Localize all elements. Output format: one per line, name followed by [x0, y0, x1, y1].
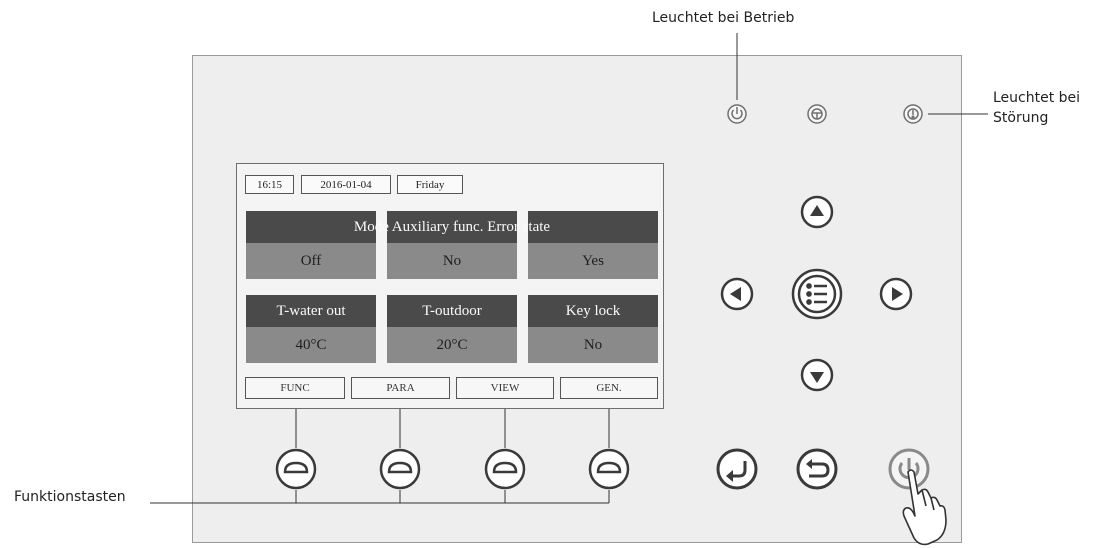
- tile-key-lock-title: Key lock: [528, 295, 658, 327]
- tile-key-lock-value: No: [528, 327, 658, 363]
- arrow-left-icon[interactable]: [720, 277, 754, 311]
- func-key-button[interactable]: [275, 448, 317, 490]
- arrow-down-icon[interactable]: [800, 358, 834, 392]
- fault-led-callout-line2: Störung: [993, 110, 1049, 126]
- function-keys-callout: Funktionstasten: [14, 489, 126, 505]
- arrow-up-icon[interactable]: [800, 195, 834, 229]
- date-display: 2016-01-04: [301, 175, 391, 194]
- tile-outdoor-title: T-outdoor: [387, 295, 517, 327]
- tile-outdoor-value: 20°C: [387, 327, 517, 363]
- para-label: PARA: [351, 377, 450, 399]
- tile-mode-title-bar: [246, 211, 376, 243]
- hand-pointer-icon: [902, 469, 947, 546]
- power-icon[interactable]: [888, 448, 930, 490]
- arrow-right-icon[interactable]: [879, 277, 913, 311]
- tile-mode-value: Off: [246, 243, 376, 279]
- tile-aux-title-bar: [387, 211, 517, 243]
- gen-label: GEN.: [560, 377, 658, 399]
- func-label: FUNC: [245, 377, 345, 399]
- tile-water-out-value: 40°C: [246, 327, 376, 363]
- gen-key-button[interactable]: [588, 448, 630, 490]
- fault-led-callout-line1: Leuchtet bei: [993, 90, 1081, 106]
- tile-water-out-title: T-water out: [246, 295, 376, 327]
- view-key-button[interactable]: [484, 448, 526, 490]
- power-led-icon: [727, 104, 747, 124]
- fault-led-icon: [903, 104, 923, 124]
- tile-error-title-bar: [528, 211, 658, 243]
- tile-aux-value: No: [387, 243, 517, 279]
- operation-led-callout: Leuchtet bei Betrieb: [652, 10, 795, 26]
- weekday-display: Friday: [397, 175, 463, 194]
- menu-icon[interactable]: [791, 268, 843, 320]
- view-label: VIEW: [456, 377, 554, 399]
- para-key-button[interactable]: [379, 448, 421, 490]
- steering-wheel-icon: [807, 104, 827, 124]
- back-icon[interactable]: [796, 448, 838, 490]
- tile-error-value: Yes: [528, 243, 658, 279]
- enter-icon[interactable]: [716, 448, 758, 490]
- display-screen: [236, 163, 664, 409]
- time-display: 16:15: [245, 175, 294, 194]
- top-tiles-header-text: Mode Auxiliary func. Error state: [353, 218, 551, 235]
